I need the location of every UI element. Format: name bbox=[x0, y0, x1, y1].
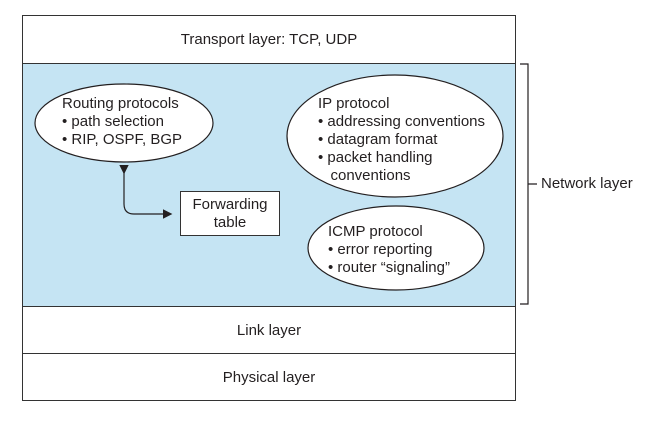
network-layer-label: Network layer bbox=[541, 175, 633, 192]
network-layer-border bbox=[22, 63, 516, 306]
forwarding-table-box: Forwarding table bbox=[180, 191, 280, 236]
icmp-protocol-text: ICMP protocol • error reporting • router… bbox=[328, 223, 450, 277]
link-layer-label: Link layer bbox=[236, 321, 302, 339]
ip-item-datagram: • datagram format bbox=[318, 131, 438, 148]
transport-layer-label: Transport layer: TCP, UDP bbox=[180, 31, 358, 48]
ip-protocol-ellipse bbox=[286, 74, 504, 198]
icmp-protocol-title: ICMP protocol bbox=[328, 223, 423, 240]
icmp-protocol-ellipse bbox=[307, 205, 485, 291]
transport-layer: Transport layer: TCP, UDP bbox=[22, 15, 516, 64]
routing-item-path-selection: • path selection bbox=[62, 113, 164, 130]
ip-item-packet-handling: • packet handling bbox=[318, 149, 433, 166]
physical-layer: Physical layer bbox=[22, 353, 516, 401]
network-layer-bracket bbox=[520, 63, 537, 305]
routing-protocols-text: Routing protocols • path selection • RIP… bbox=[62, 95, 182, 149]
icmp-item-router-signaling: • router “signaling” bbox=[328, 259, 450, 276]
ip-item-addressing: • addressing conventions bbox=[318, 113, 486, 130]
routing-item-protocols: • RIP, OSPF, BGP bbox=[62, 131, 183, 148]
physical-layer-label: Physical layer bbox=[222, 368, 316, 386]
forwarding-table-line2: table bbox=[213, 213, 247, 231]
ip-protocol-text: IP protocol • addressing conventions • d… bbox=[318, 95, 485, 185]
forwarding-table-line1: Forwarding bbox=[192, 195, 268, 213]
icmp-item-error-reporting: • error reporting bbox=[328, 241, 433, 258]
routing-protocols-title: Routing protocols bbox=[62, 95, 179, 112]
routing-protocols-ellipse bbox=[34, 83, 214, 163]
ip-item-conventions: conventions bbox=[318, 167, 411, 184]
ip-protocol-title: IP protocol bbox=[318, 95, 390, 112]
routing-forwarding-arrow bbox=[119, 164, 173, 219]
